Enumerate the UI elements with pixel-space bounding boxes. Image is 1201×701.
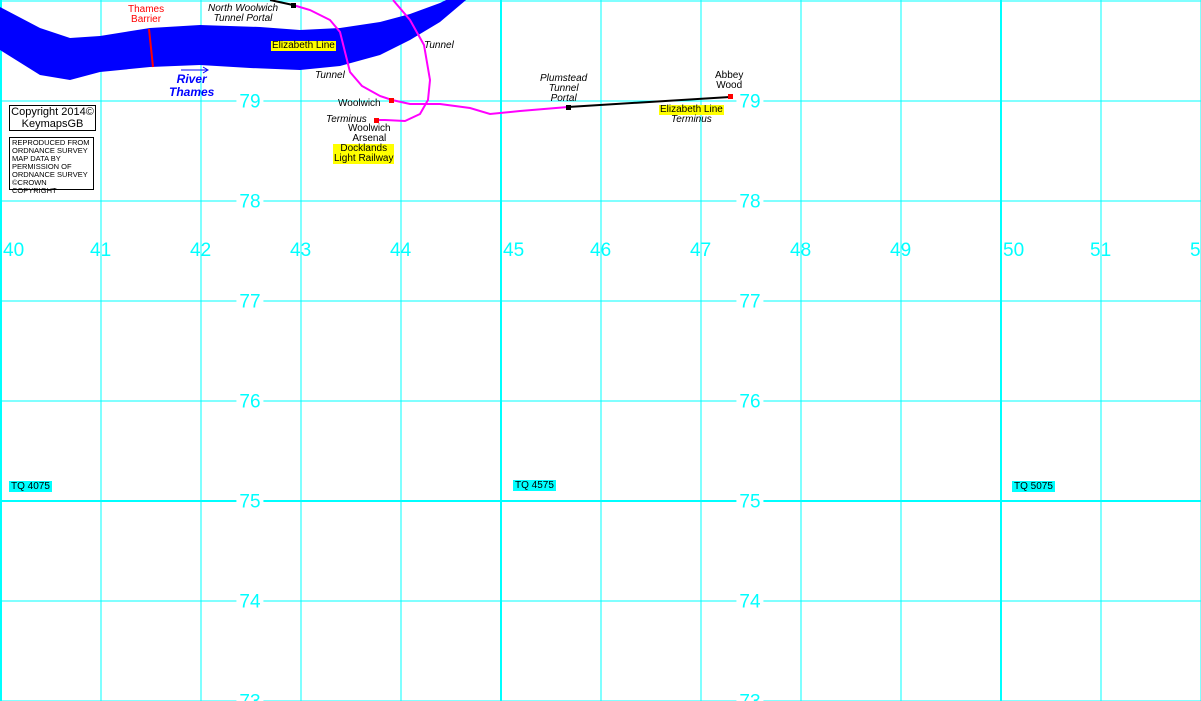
grid-square-label: TQ 4575: [513, 480, 556, 491]
surface-track: [567, 96, 731, 108]
easting-label: 41: [90, 240, 112, 261]
dlr-track: [376, 0, 432, 123]
northing-label: 78: [236, 192, 264, 212]
easting-label: 44: [390, 240, 412, 261]
easting-label: 42: [190, 240, 212, 261]
northing-label: 75: [736, 492, 764, 512]
easting-label: 52: [1190, 240, 1201, 261]
northing-label: 74: [236, 592, 264, 612]
north-woolwich-portal-marker: [291, 3, 296, 8]
northing-label: 76: [736, 392, 764, 412]
grid-square-label: TQ 5075: [1012, 481, 1055, 492]
northing-label: 77: [736, 292, 764, 312]
northing-label: 77: [236, 292, 264, 312]
abbey-wood-station-marker: [728, 94, 733, 99]
elizabeth-line-track: [292, 4, 569, 116]
easting-label: 40: [3, 240, 25, 261]
woolwich-station-marker: [389, 98, 394, 103]
northing-label: 74: [736, 592, 764, 612]
northing-label: 76: [236, 392, 264, 412]
easting-label: 45: [503, 240, 525, 261]
northing-label: 78: [736, 192, 764, 212]
easting-label: 48: [790, 240, 812, 261]
easting-label: 49: [890, 240, 912, 261]
thames-barrier: [148, 28, 154, 68]
tunnel-label: Tunnel: [424, 40, 454, 51]
plumstead-portal-marker: [566, 105, 571, 110]
easting-label: 51: [1090, 240, 1112, 261]
woolwich-label: Woolwich: [338, 98, 381, 109]
northing-label: 75: [236, 492, 264, 512]
copyright-box: Copyright 2014©KeymapsGB: [9, 105, 96, 131]
grid-square-label: TQ 4075: [9, 481, 52, 492]
northing-label: 79: [236, 92, 264, 112]
easting-label: 50: [1003, 240, 1025, 261]
tunnel-label: Tunnel: [315, 70, 345, 81]
northing-label: 73: [236, 692, 264, 701]
easting-label: 47: [690, 240, 712, 261]
river-thames: [0, 0, 466, 80]
northing-label: 73: [736, 692, 764, 701]
elizabeth-line-label: Elizabeth Line: [271, 40, 336, 51]
woolwich-arsenal-station-marker: [374, 118, 379, 123]
easting-label: 43: [290, 240, 312, 261]
easting-label: 46: [590, 240, 612, 261]
north-woolwich-portal-track: [269, 0, 294, 6]
terminus-label: Terminus: [326, 114, 367, 125]
northing-label: 79: [736, 92, 764, 112]
